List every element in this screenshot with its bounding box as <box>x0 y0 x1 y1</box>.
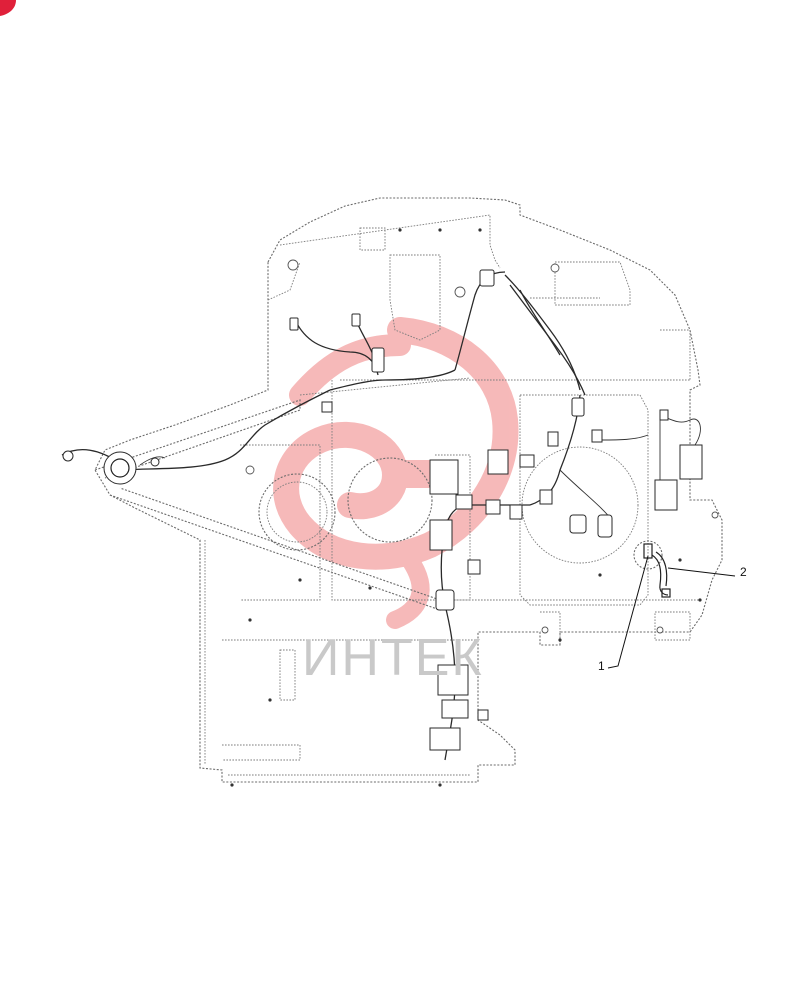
callout-label-1: 1 <box>598 659 605 673</box>
mounting-holes <box>230 228 719 787</box>
watermark-text: ИНТЕК <box>302 629 484 687</box>
engine-housing <box>94 197 723 783</box>
callout-label-2: 2 <box>740 565 747 579</box>
harness-connectors <box>62 269 703 751</box>
cable-item-2 <box>651 551 671 598</box>
corner-badge-icon <box>0 0 16 16</box>
callout-leaders <box>607 555 736 669</box>
flywheel-openings <box>258 446 639 564</box>
watermark-logo-icon <box>273 317 519 629</box>
sensor-item-1 <box>633 540 663 570</box>
